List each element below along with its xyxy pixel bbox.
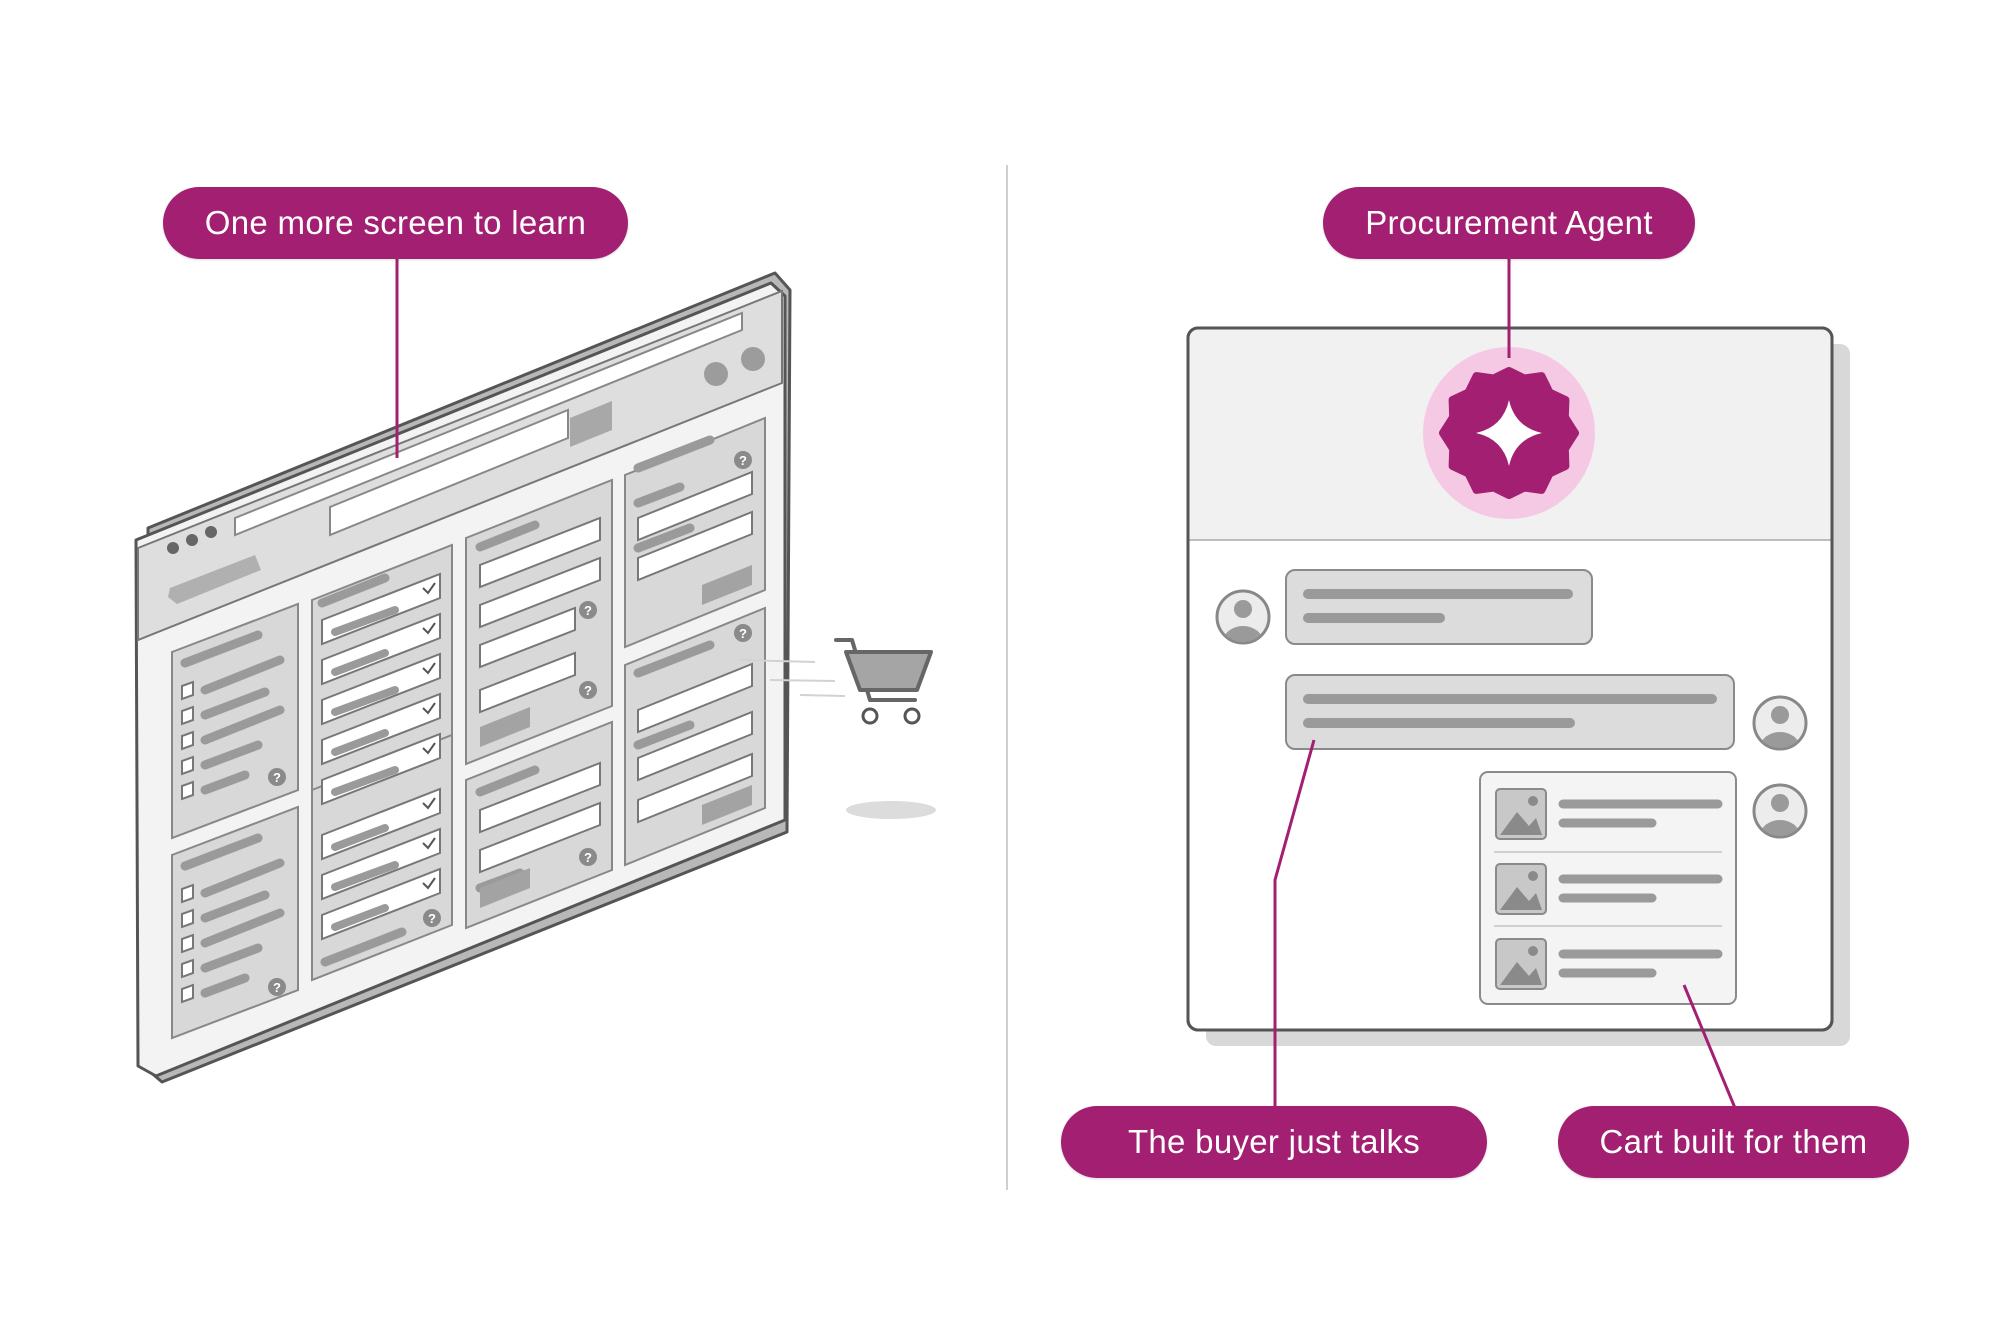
cart-card (1479, 771, 1737, 1005)
cart-built-connector (1682, 984, 1737, 1109)
image-thumbnail-icon (1495, 863, 1547, 915)
submit-button (702, 785, 752, 825)
submit-button (702, 565, 752, 605)
image-thumbnail-icon (1495, 938, 1547, 990)
complex-app-window: ? ? ? ? ? ? ? ? (134, 271, 792, 1084)
help-glyph: ? (273, 770, 281, 785)
question-mark-icon (268, 451, 752, 996)
help-glyph: ? (584, 683, 592, 698)
label-cart-built: Cart built for them (1558, 1106, 1909, 1178)
window-control-icon (741, 347, 765, 371)
user-avatar-icon (1752, 695, 1808, 751)
shopping-cart-icon (739, 638, 936, 819)
app-logo (168, 555, 261, 604)
help-glyph: ? (584, 603, 592, 618)
window-dot-icon (186, 534, 198, 546)
help-glyph: ? (739, 453, 747, 468)
label-left-title: One more screen to learn (163, 187, 628, 259)
help-glyph: ? (273, 980, 281, 995)
help-glyph: ? (739, 626, 747, 641)
checkmark-icon (422, 582, 436, 890)
search-button (570, 401, 612, 447)
help-glyph: ? (584, 850, 592, 865)
search-field (329, 408, 569, 537)
input-field-stack (637, 470, 753, 824)
submit-button (480, 868, 530, 908)
checkbox-group (181, 680, 194, 1004)
checked-field-list (317, 572, 441, 967)
window-control-icon (704, 362, 728, 386)
chat-bubble-agent (1285, 569, 1593, 645)
address-bar (234, 311, 743, 537)
user-avatar-icon (1752, 783, 1808, 839)
help-glyph: ? (428, 911, 436, 926)
window-dot-icon (205, 526, 217, 538)
window-dot-icon (167, 542, 179, 554)
buyer-talks-connector (1273, 739, 1316, 1108)
sparkle-badge-icon (1423, 347, 1595, 519)
label-buyer-talks: The buyer just talks (1061, 1106, 1487, 1178)
image-thumbnail-icon (1495, 788, 1547, 840)
user-avatar-icon (1215, 589, 1271, 645)
submit-button (480, 707, 530, 747)
input-field-stack (479, 516, 601, 874)
label-procurement-agent: Procurement Agent (1323, 187, 1695, 259)
chat-bubble-buyer (1285, 674, 1735, 750)
